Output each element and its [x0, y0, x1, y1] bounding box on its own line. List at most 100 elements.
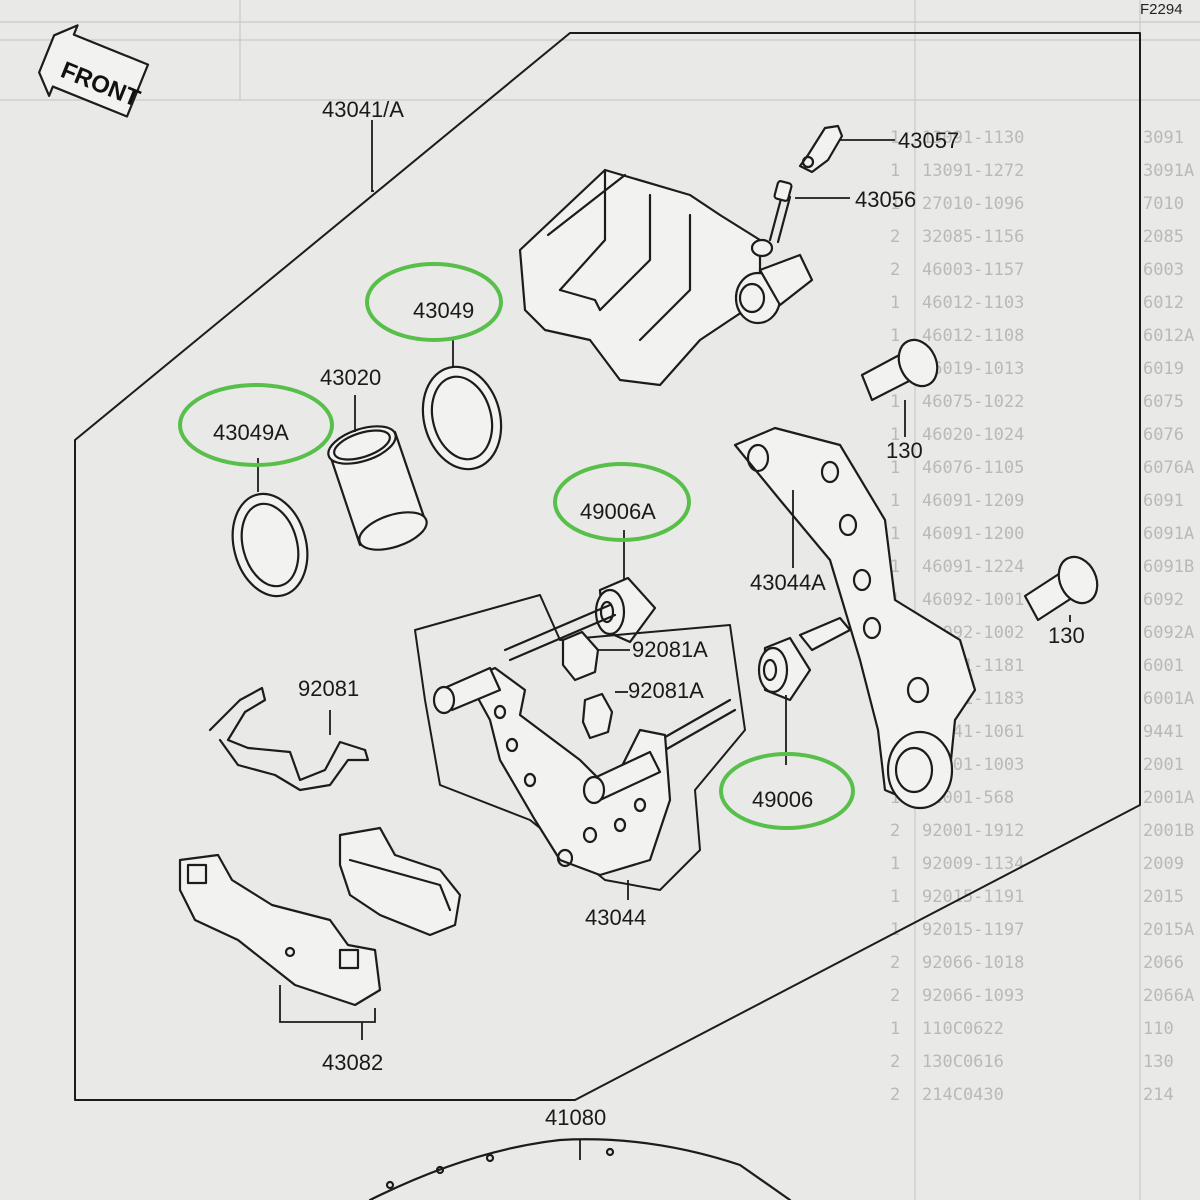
bg-table-qty: 1	[890, 1019, 900, 1039]
label-boot-a: 49006A	[580, 499, 656, 524]
caliper-bracket-a-drawing	[733, 426, 977, 810]
bg-table-part-no: 92066-1093	[922, 986, 1024, 1006]
bleeder-valve-drawing	[768, 124, 844, 244]
label-piston: 43020	[320, 365, 381, 390]
label-boot: 49006	[752, 787, 813, 812]
bg-table-ref: 2015A	[1143, 920, 1194, 940]
bg-table-ref: 3091	[1143, 128, 1184, 148]
bg-table-ref: 6003	[1143, 260, 1184, 280]
caliper-body-drawing	[518, 168, 814, 387]
bg-table-part-no: 13091-1130	[922, 128, 1024, 148]
anti-rattle-spring-drawing	[208, 686, 370, 792]
bg-table-qty: 2	[890, 953, 900, 973]
brake-pads-drawing	[178, 826, 462, 1007]
bg-table-qty: 1	[890, 392, 900, 412]
bg-table-part-no: 46091-1200	[922, 524, 1024, 544]
bg-table-ref: 6076	[1143, 425, 1184, 445]
bg-table-ref: 6091A	[1143, 524, 1194, 544]
bg-table-part-no: 46092-1001	[922, 590, 1024, 610]
pin-boot-drawing	[757, 616, 852, 702]
label-spring: 92081	[298, 676, 359, 701]
bg-table-qty: 2	[890, 1085, 900, 1105]
bg-table-part-no: 46091-1209	[922, 491, 1024, 511]
label-pads: 43082	[322, 1050, 383, 1075]
highlight-boot-a	[553, 462, 691, 542]
bg-table-ref: 3091A	[1143, 161, 1194, 181]
disc-hole	[605, 1147, 615, 1157]
label-bleeder-cap: 43057	[898, 128, 959, 153]
label-clip-a2: 92081A	[628, 678, 704, 703]
bg-table-ref: 2085	[1143, 227, 1184, 247]
bg-table-ref: 2009	[1143, 854, 1184, 874]
bg-table-ref: 9441	[1143, 722, 1184, 742]
label-bleeder-valve: 43056	[855, 187, 916, 212]
bg-table-qty: 2	[890, 227, 900, 247]
bg-table-qty: 1	[890, 293, 900, 313]
label-bracket-a: 43044A	[750, 570, 826, 595]
front-arrow-icon	[38, 24, 150, 118]
figure-code: F2294	[1140, 1, 1183, 18]
bg-table-ref: 2066	[1143, 953, 1184, 973]
bg-table-part-no: 214C0430	[922, 1085, 1004, 1105]
dust-seal-ring-drawing	[231, 492, 309, 598]
bg-table-qty: 1	[890, 887, 900, 907]
bg-table-part-no: 46012-1103	[922, 293, 1024, 313]
highlight-markers	[178, 262, 855, 830]
bg-table-qty: 1	[890, 788, 900, 808]
bg-table-qty: 2	[890, 1052, 900, 1072]
piston-seal-ring-drawing	[421, 365, 503, 471]
bg-table-qty: 2	[890, 986, 900, 1006]
label-dust-seal: 43049A	[213, 420, 289, 445]
bg-table-part-no: 92001-1912	[922, 821, 1024, 841]
label-caliper-assy: 43041/A	[322, 97, 404, 122]
bg-table-part-no: 92015-1197	[922, 920, 1024, 940]
label-piston-seal: 43049	[413, 298, 474, 323]
label-bracket: 43044	[585, 905, 646, 930]
bg-table-part-no: 92066-1018	[922, 953, 1024, 973]
bg-table-ref: 6076A	[1143, 458, 1194, 478]
bg-table-part-no: 110C0622	[922, 1019, 1004, 1039]
bg-table-ref: 2015	[1143, 887, 1184, 907]
bg-table-ref: 2001	[1143, 755, 1184, 775]
bg-table-ref: 6091B	[1143, 557, 1194, 577]
bg-table-ref: 110	[1143, 1019, 1174, 1039]
bg-table-part-no: 46075-1022	[922, 392, 1024, 412]
bg-table-part-no: 46076-1105	[922, 458, 1024, 478]
bg-table-part-no: 92015-1191	[922, 887, 1024, 907]
piston-drawing	[327, 425, 428, 551]
bolt-top-drawing	[860, 338, 939, 402]
label-clip-a1: 92081A	[632, 637, 708, 662]
bg-table-ref: 2001B	[1143, 821, 1194, 841]
bg-table-qty: 1	[890, 458, 900, 478]
bg-table-qty: 1	[890, 326, 900, 346]
bolt-mid-drawing	[1023, 555, 1099, 622]
bg-table-part-no: 27010-1096	[922, 194, 1024, 214]
bg-table-qty: 1	[890, 491, 900, 511]
bg-table-qty: 2	[890, 821, 900, 841]
bg-table-part-no: 32085-1156	[922, 227, 1024, 247]
bg-table-ref: 6075	[1143, 392, 1184, 412]
bg-table-part-no: 46019-1013	[922, 359, 1024, 379]
bg-table-ref: 6092A	[1143, 623, 1194, 643]
bg-table-part-no: 46012-1108	[922, 326, 1024, 346]
bg-table-ref: 2001A	[1143, 788, 1194, 808]
caliper-bracket-drawing	[432, 603, 737, 877]
bg-table-part-no: 130C0616	[922, 1052, 1004, 1072]
bg-table-part-no: 46091-1224	[922, 557, 1024, 577]
bg-table-ref: 6091	[1143, 491, 1184, 511]
bg-table-qty: 1	[890, 128, 900, 148]
bg-table-ref: 6012	[1143, 293, 1184, 313]
front-direction-indicator: FRONT	[38, 24, 150, 118]
assembly-outline	[74, 32, 1141, 1101]
bg-table-qty: 1	[890, 524, 900, 544]
bg-table-part-no: 13091-1272	[922, 161, 1024, 181]
bg-table-ref: 6001	[1143, 656, 1184, 676]
bg-table-ref: 6092	[1143, 590, 1184, 610]
bracket-group-outline	[414, 594, 746, 891]
bg-table-part-no: 46003-1157	[922, 260, 1024, 280]
highlight-dust-seal	[178, 383, 334, 467]
bg-table-qty: 1	[890, 854, 900, 874]
label-disc: 41080	[545, 1105, 606, 1130]
bg-table-ref: 130	[1143, 1052, 1174, 1072]
